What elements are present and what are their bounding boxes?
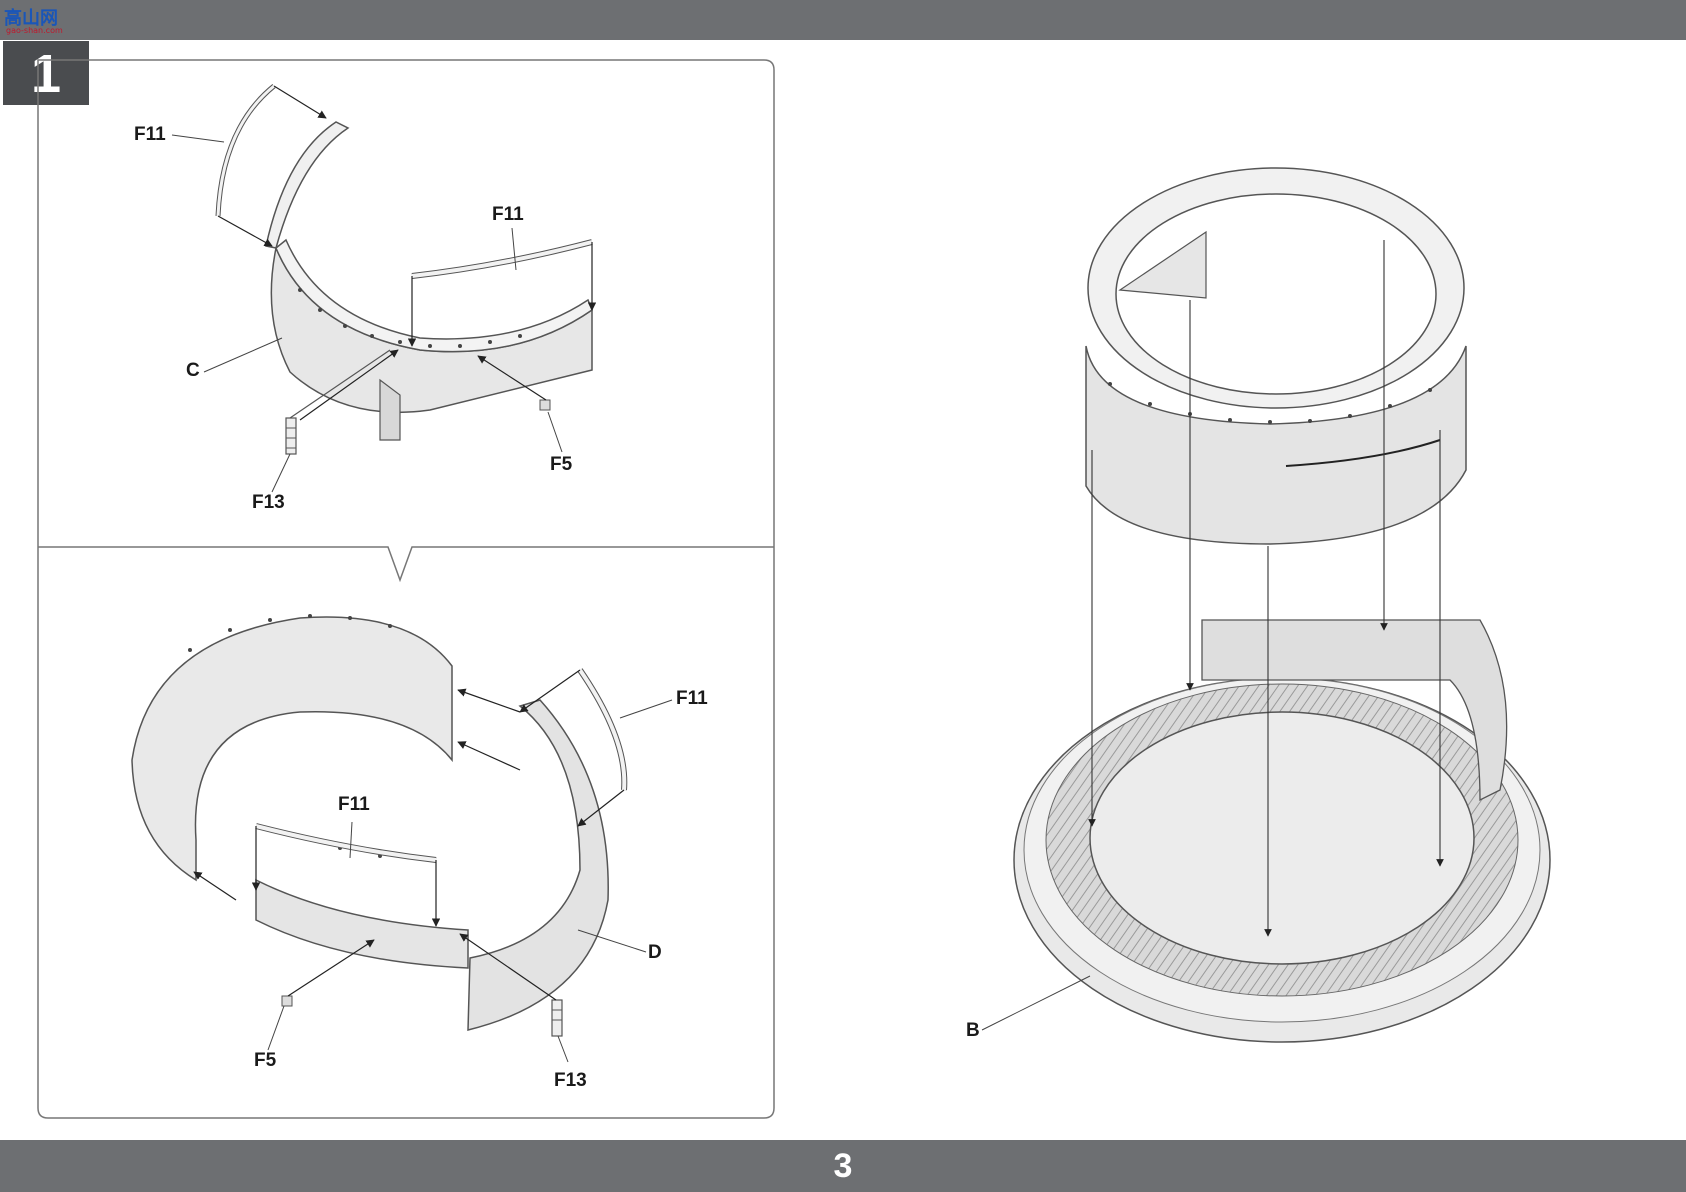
logo-text: 高山网 bbox=[4, 8, 58, 29]
subassembly-1-drawing bbox=[171, 84, 597, 493]
label-f11-left: F11 bbox=[134, 124, 166, 145]
label-f11-inner: F11 bbox=[338, 794, 370, 815]
label-c: C bbox=[186, 360, 200, 381]
main-assembly-drawing bbox=[981, 167, 1551, 1043]
top-bar bbox=[0, 0, 1686, 40]
site-logo: 高山网 gao-shan.com bbox=[4, 4, 70, 36]
bottom-bar bbox=[0, 1140, 1686, 1192]
label-f5-bottom: F5 bbox=[254, 1050, 277, 1071]
step-number-badge: 1 bbox=[3, 41, 89, 105]
label-f11-right: F11 bbox=[676, 688, 708, 709]
label-d: D bbox=[648, 942, 662, 963]
label-f5-top: F5 bbox=[550, 454, 573, 475]
label-f13-bottom: F13 bbox=[554, 1070, 587, 1091]
subassembly-2-drawing bbox=[131, 614, 673, 1063]
subassembly-panel-frame bbox=[37, 59, 775, 1119]
panel-divider bbox=[38, 546, 774, 583]
label-b: B bbox=[966, 1020, 980, 1041]
label-f11-top: F11 bbox=[492, 204, 524, 225]
page-number: 3 bbox=[833, 1147, 853, 1185]
label-f13-top: F13 bbox=[252, 492, 285, 513]
logo-url: gao-shan.com bbox=[6, 26, 63, 35]
